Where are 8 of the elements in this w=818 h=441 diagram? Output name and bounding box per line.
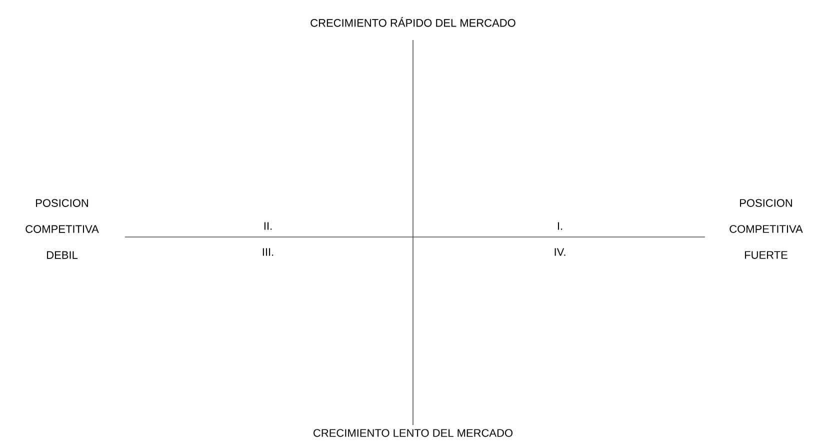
quadrant-number: I. <box>558 222 562 230</box>
quadrant-number: IV. <box>554 248 566 256</box>
axis-label: CRECIMIENTO LENTO DEL MERCADO <box>314 429 512 437</box>
axis-label: POSICION COMPETITIVA DEBIL <box>26 199 99 259</box>
axis-label: POSICION COMPETITIVA FUERTE <box>730 199 803 259</box>
axis-label: CRECIMIENTO RÁPIDO DEL MERCADO <box>310 17 516 27</box>
quadrant-number: II. <box>264 222 272 230</box>
quadrant-number: III. <box>262 248 274 256</box>
